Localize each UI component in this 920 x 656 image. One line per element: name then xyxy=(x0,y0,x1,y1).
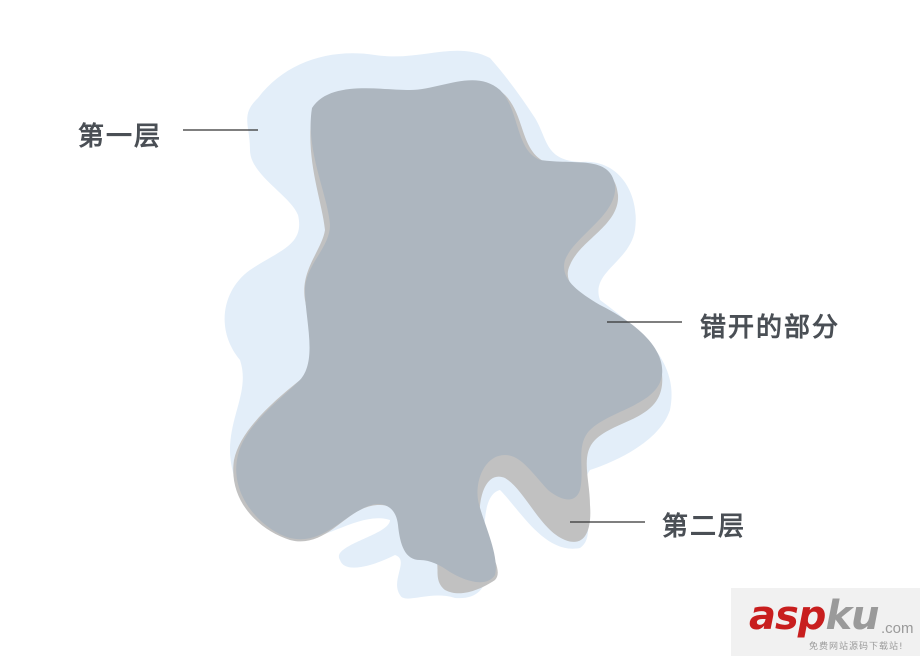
offset-label: 错开的部分 xyxy=(700,313,841,343)
watermark-tagline: 免费网站源码下载站! xyxy=(809,642,904,652)
watermark-asp: asp xyxy=(749,593,826,639)
layer2-label: 第二层 xyxy=(662,512,747,542)
watermark-wordmark: aspku xyxy=(749,593,880,639)
layer2-blob xyxy=(236,80,663,583)
watermark-ku: ku xyxy=(825,593,879,639)
watermark-logo: aspku .com 免费网站源码下载站! xyxy=(731,588,920,656)
layer1-label: 第一层 xyxy=(78,122,163,152)
watermark-domain: .com xyxy=(881,620,914,637)
